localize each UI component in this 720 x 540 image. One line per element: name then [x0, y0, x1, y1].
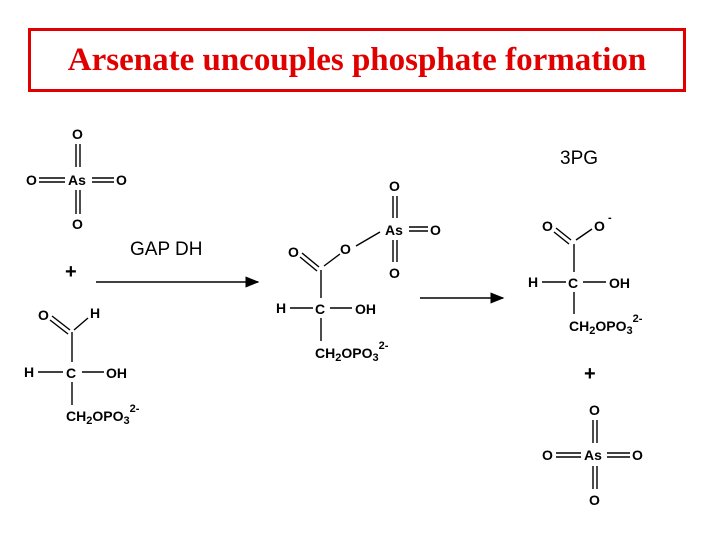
atom-o: O	[72, 216, 83, 232]
atom-as: As	[584, 447, 602, 463]
atom-c: C	[315, 301, 325, 317]
enzyme-label: GAP DH	[130, 239, 203, 260]
atom-c: C	[568, 275, 578, 291]
atom-o: O	[589, 492, 600, 508]
atom-o: O	[340, 241, 351, 257]
charge-minus: -	[608, 212, 612, 224]
product-label: 3PG	[560, 148, 598, 169]
atom-c: C	[66, 365, 76, 381]
atom-as: As	[385, 222, 403, 238]
atom-oh: OH	[106, 365, 127, 381]
arsenate-product: O As O O O	[542, 402, 643, 508]
slide-title: Arsenate uncouples phosphate formation	[67, 41, 647, 78]
gap-reactant: O H H C OH CH2OPO32-	[24, 305, 140, 427]
atom-h: H	[276, 300, 286, 316]
atom-o: O	[72, 126, 83, 142]
atom-o: O	[542, 218, 553, 234]
atom-o: O	[26, 172, 37, 188]
atom-as: As	[68, 172, 86, 188]
arsenate-reactant: O As O O O	[26, 126, 127, 232]
atom-h: H	[90, 305, 100, 321]
atom-o: O	[542, 447, 553, 463]
atom-h: H	[528, 274, 538, 290]
atom-o: O	[389, 178, 400, 194]
atom-oh: OH	[355, 301, 376, 317]
atom-o: O	[632, 447, 643, 463]
ch2opo3-group: CH2OPO32-	[569, 313, 643, 337]
3pg-product: O O - H C OH CH2OPO32-	[528, 212, 643, 337]
plus-sign: +	[65, 261, 77, 283]
atom-o: O	[389, 265, 400, 281]
atom-o: O	[288, 244, 299, 260]
arseno-intermediate: O O As O O O H C OH CH2OPO32-	[276, 178, 441, 364]
atom-o: O	[38, 307, 49, 323]
title-box: Arsenate uncouples phosphate formation	[28, 28, 686, 92]
atom-o: O	[116, 172, 127, 188]
plus-sign: +	[584, 363, 596, 385]
ch2opo3-group: CH2OPO32-	[66, 403, 140, 427]
atom-o: O	[430, 222, 441, 238]
atom-h: H	[24, 364, 34, 380]
atom-o: O	[589, 402, 600, 418]
atom-oh: OH	[609, 275, 630, 291]
ch2opo3-group: CH2OPO32-	[315, 340, 389, 364]
atom-o: O	[594, 218, 605, 234]
